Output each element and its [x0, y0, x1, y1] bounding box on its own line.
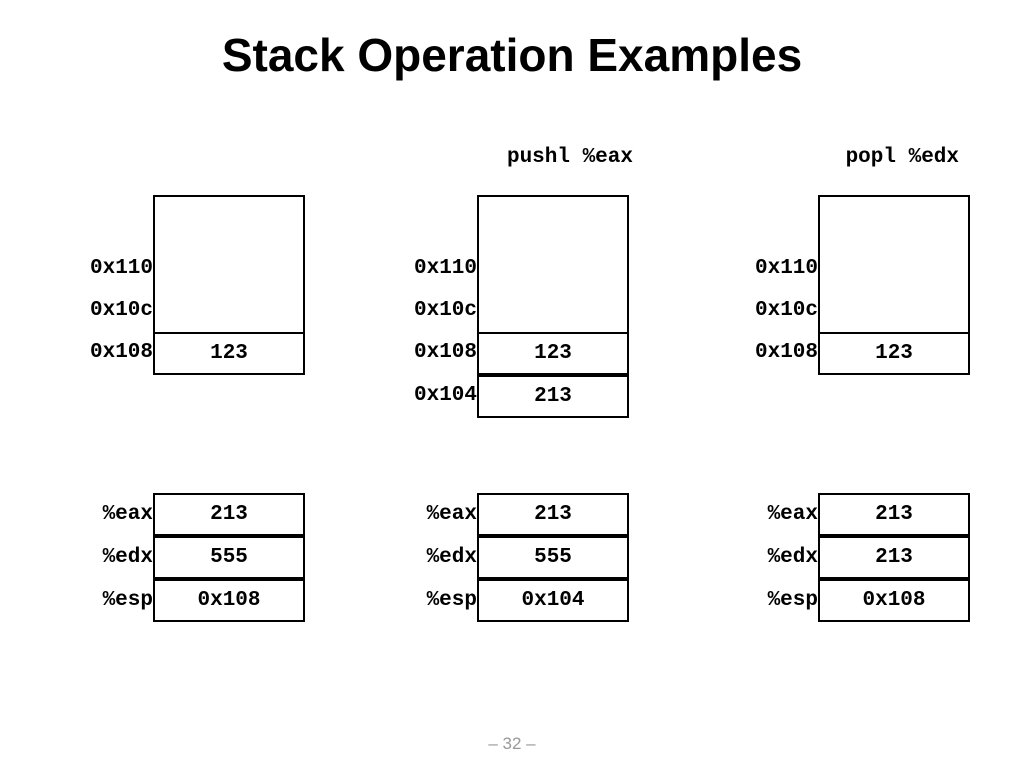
register-value: 213	[477, 493, 629, 536]
stack-address: 0x110	[754, 257, 818, 280]
stack-address: 0x110	[89, 257, 153, 280]
stack-address: 0x108	[413, 341, 477, 364]
stack-example-initial: 0x110 0x10c 0x108 123 %eax %edx %esp 213…	[43, 0, 343, 768]
stack-empty-region	[818, 195, 970, 334]
register-name: %esp	[102, 589, 153, 612]
stack-cell: 123	[153, 332, 305, 375]
stack-address: 0x108	[89, 341, 153, 364]
register-name: %esp	[426, 589, 477, 612]
register-value: 0x104	[477, 579, 629, 622]
stack-example-pushl: pushl %eax 0x110 0x10c 0x108 0x104 123 2…	[367, 0, 667, 768]
register-name: %eax	[102, 503, 153, 526]
register-value: 555	[153, 536, 305, 579]
page-number: – 32 –	[488, 734, 536, 753]
register-value: 555	[477, 536, 629, 579]
register-name: %esp	[767, 589, 818, 612]
register-value: 213	[818, 493, 970, 536]
register-name: %edx	[102, 546, 153, 569]
slide-title: Stack Operation Examples	[221, 29, 803, 81]
stack-address: 0x10c	[754, 299, 818, 322]
stack-address: 0x10c	[89, 299, 153, 322]
register-value: 0x108	[818, 579, 970, 622]
stack-cell: 123	[818, 332, 970, 375]
operation-label: popl %edx	[845, 146, 959, 169]
operation-label: pushl %eax	[506, 146, 633, 169]
stack-address: 0x104	[413, 384, 477, 407]
stack-empty-region	[477, 195, 629, 334]
register-value: 0x108	[153, 579, 305, 622]
register-name: %eax	[767, 503, 818, 526]
stack-address: 0x110	[413, 257, 477, 280]
stack-cell: 213	[477, 375, 629, 418]
register-value: 213	[153, 493, 305, 536]
stack-address: 0x108	[754, 341, 818, 364]
register-name: %edx	[767, 546, 818, 569]
register-name: %edx	[426, 546, 477, 569]
stack-cell: 123	[477, 332, 629, 375]
stack-example-popl: popl %edx 0x110 0x10c 0x108 123 %eax %ed…	[708, 0, 1008, 768]
register-name: %eax	[426, 503, 477, 526]
stack-empty-region	[153, 195, 305, 334]
stack-address: 0x10c	[413, 299, 477, 322]
register-value: 213	[818, 536, 970, 579]
